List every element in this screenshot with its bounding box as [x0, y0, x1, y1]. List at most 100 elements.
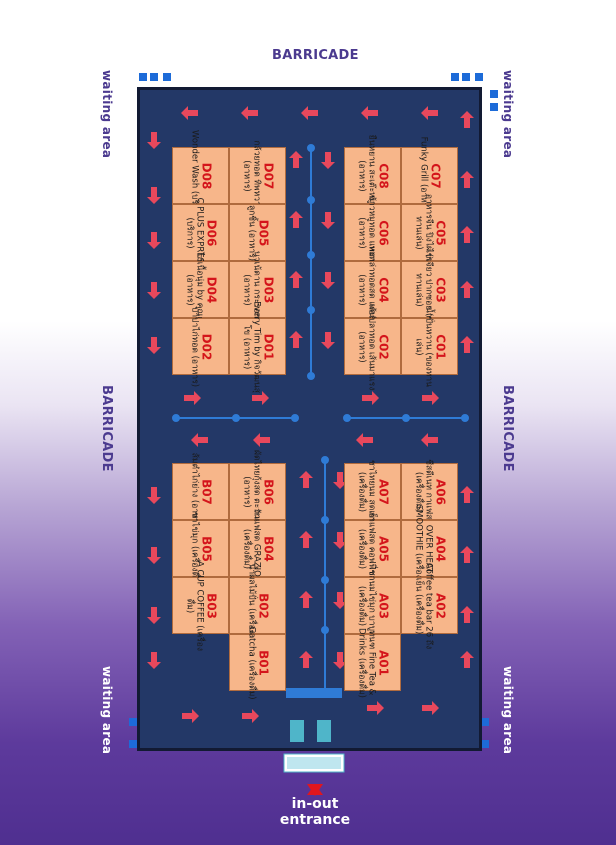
- barricade-marker-icon: [481, 718, 489, 726]
- arrow-icon: [147, 232, 161, 249]
- arrow-icon: [460, 336, 474, 353]
- barricade-marker-icon: [150, 73, 158, 81]
- arrow-icon: [321, 272, 335, 289]
- barricade-marker-icon: [475, 73, 483, 81]
- barricade-marker-icon: [481, 740, 489, 748]
- arrow-icon: [460, 281, 474, 298]
- barricade-marker-icon: [490, 103, 498, 111]
- arrow-icon: [147, 547, 161, 564]
- arrow-icon: [289, 211, 303, 228]
- arrow-icon: [289, 271, 303, 288]
- arrow-icon: [362, 391, 379, 405]
- waiting-area-top-right: waiting area: [501, 70, 515, 159]
- barricade-marker-icon: [139, 73, 147, 81]
- arrow-icon: [181, 106, 198, 120]
- arrow-icon: [147, 132, 161, 149]
- arrow-icon: [299, 531, 313, 548]
- arrow-icon: [367, 701, 384, 715]
- barricade-marker-icon: [451, 73, 459, 81]
- arrow-icon: [460, 486, 474, 503]
- entrance-line2: entrance: [279, 812, 351, 828]
- arrow-icon: [299, 591, 313, 608]
- barricade-marker-icon: [462, 73, 470, 81]
- arrow-icon: [301, 106, 318, 120]
- arrow-icon: [252, 391, 269, 405]
- arrow-icon: [321, 212, 335, 229]
- arrow-icon: [299, 471, 313, 488]
- barricade-marker-icon: [490, 90, 498, 98]
- entrance-line1: in-out: [291, 796, 339, 812]
- arrow-icon: [147, 487, 161, 504]
- barricade-top-label: BARRICADE: [272, 48, 359, 63]
- arrow-icon: [242, 709, 259, 723]
- arrow-icon: [241, 106, 258, 120]
- arrow-icon: [147, 607, 161, 624]
- arrow-icon: [333, 652, 347, 669]
- arrow-icon: [422, 391, 439, 405]
- arrow-icon: [147, 282, 161, 299]
- exit-sign-icon: [317, 720, 331, 742]
- entrance-label: in-out entrance: [270, 796, 360, 828]
- barricade-right-label: BARRICADE: [500, 385, 515, 472]
- arrow-icon: [321, 152, 335, 169]
- arrow-icon: [460, 111, 474, 128]
- arrow-icon: [191, 433, 208, 447]
- arrow-icon: [333, 472, 347, 489]
- waiting-area-top-left: waiting area: [100, 70, 114, 159]
- arrow-icon: [421, 433, 438, 447]
- arrow-icon: [184, 391, 201, 405]
- barricade-marker-icon: [129, 740, 137, 748]
- arrow-icon: [361, 106, 378, 120]
- arrow-icon: [460, 226, 474, 243]
- arrow-icon: [460, 651, 474, 668]
- arrow-icon: [289, 151, 303, 168]
- arrow-icon: [422, 701, 439, 715]
- arrow-icon: [460, 606, 474, 623]
- barricade-marker-icon: [163, 73, 171, 81]
- arrow-icon: [147, 187, 161, 204]
- arrow-icon: [299, 651, 313, 668]
- exit-sign-icon: [290, 720, 304, 742]
- arrow-icon: [147, 337, 161, 354]
- arrow-icon: [333, 532, 347, 549]
- barricade-left-label: BARRICADE: [99, 385, 114, 472]
- arrow-icon: [253, 433, 270, 447]
- waiting-area-bottom-right: waiting area: [501, 666, 515, 755]
- arrow-icon: [147, 652, 161, 669]
- arrow-icon: [182, 709, 199, 723]
- arrow-icon: [460, 546, 474, 563]
- arrow-icon: [460, 171, 474, 188]
- arrow-icon: [421, 106, 438, 120]
